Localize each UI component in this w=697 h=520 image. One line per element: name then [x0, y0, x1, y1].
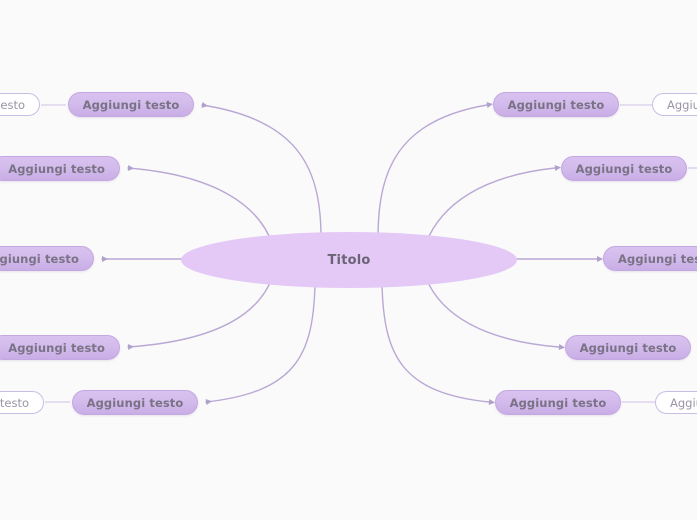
branch-node-label: Aggiungi testo	[0, 251, 79, 266]
root-node[interactable]: Titolo	[181, 232, 517, 288]
branch-node-right-4[interactable]: Aggiungi testo	[565, 335, 691, 360]
connector-right-4	[425, 277, 565, 350]
connector-right-1	[377, 102, 493, 239]
branch-node-right-3[interactable]: Aggiungi testo	[603, 246, 697, 271]
branch-node-label: Aggiungi testo	[82, 97, 180, 112]
branch-node-label: Aggiungi testo	[579, 340, 677, 355]
leaf-node-label: Aggiungi testo	[0, 97, 25, 112]
leaf-node-label: Aggiungi testo	[667, 97, 697, 112]
branch-node-left-4[interactable]: Aggiungi testo	[0, 335, 120, 360]
connector-left-2	[127, 165, 273, 244]
connector-right-2	[425, 165, 561, 244]
root-node-label: Titolo	[327, 252, 371, 268]
branch-node-label: Aggiungi testo	[8, 161, 105, 176]
branch-node-label: Aggiungi testo	[8, 340, 105, 355]
connector-left-4	[127, 277, 273, 350]
branch-node-right-2[interactable]: Aggiungi testo	[561, 156, 687, 181]
branch-node-label: Aggiungi testo	[507, 97, 605, 112]
branch-node-right-1[interactable]: Aggiungi testo	[493, 92, 619, 117]
connector-left-1	[201, 102, 322, 239]
branch-node-left-1[interactable]: Aggiungi testo	[68, 92, 194, 117]
branch-node-label: Aggiungi testo	[86, 395, 184, 410]
leaf-node-left-top[interactable]: Aggiungi testo	[0, 93, 40, 116]
leaf-node-right-top[interactable]: Aggiungi testo	[652, 93, 697, 116]
branch-node-label: Aggiungi testo	[509, 395, 607, 410]
leaf-node-left-bottom[interactable]: Aggiungi testo	[0, 391, 44, 414]
leaf-node-label: Aggiungi testo	[670, 395, 697, 410]
branch-node-left-5[interactable]: Aggiungi testo	[72, 390, 198, 415]
branch-node-label: Aggiungi testo	[575, 161, 673, 176]
connector-right-5	[381, 284, 495, 405]
leaf-node-right-bottom[interactable]: Aggiungi testo	[655, 391, 697, 414]
branch-node-label: Aggiungi testo	[618, 251, 697, 266]
branch-node-left-3[interactable]: Aggiungi testo	[0, 246, 94, 271]
branch-node-left-2[interactable]: Aggiungi testo	[0, 156, 120, 181]
leaf-node-label: Aggiungi testo	[0, 395, 29, 410]
branch-node-right-5[interactable]: Aggiungi testo	[495, 390, 621, 415]
connector-left-5	[205, 284, 316, 405]
